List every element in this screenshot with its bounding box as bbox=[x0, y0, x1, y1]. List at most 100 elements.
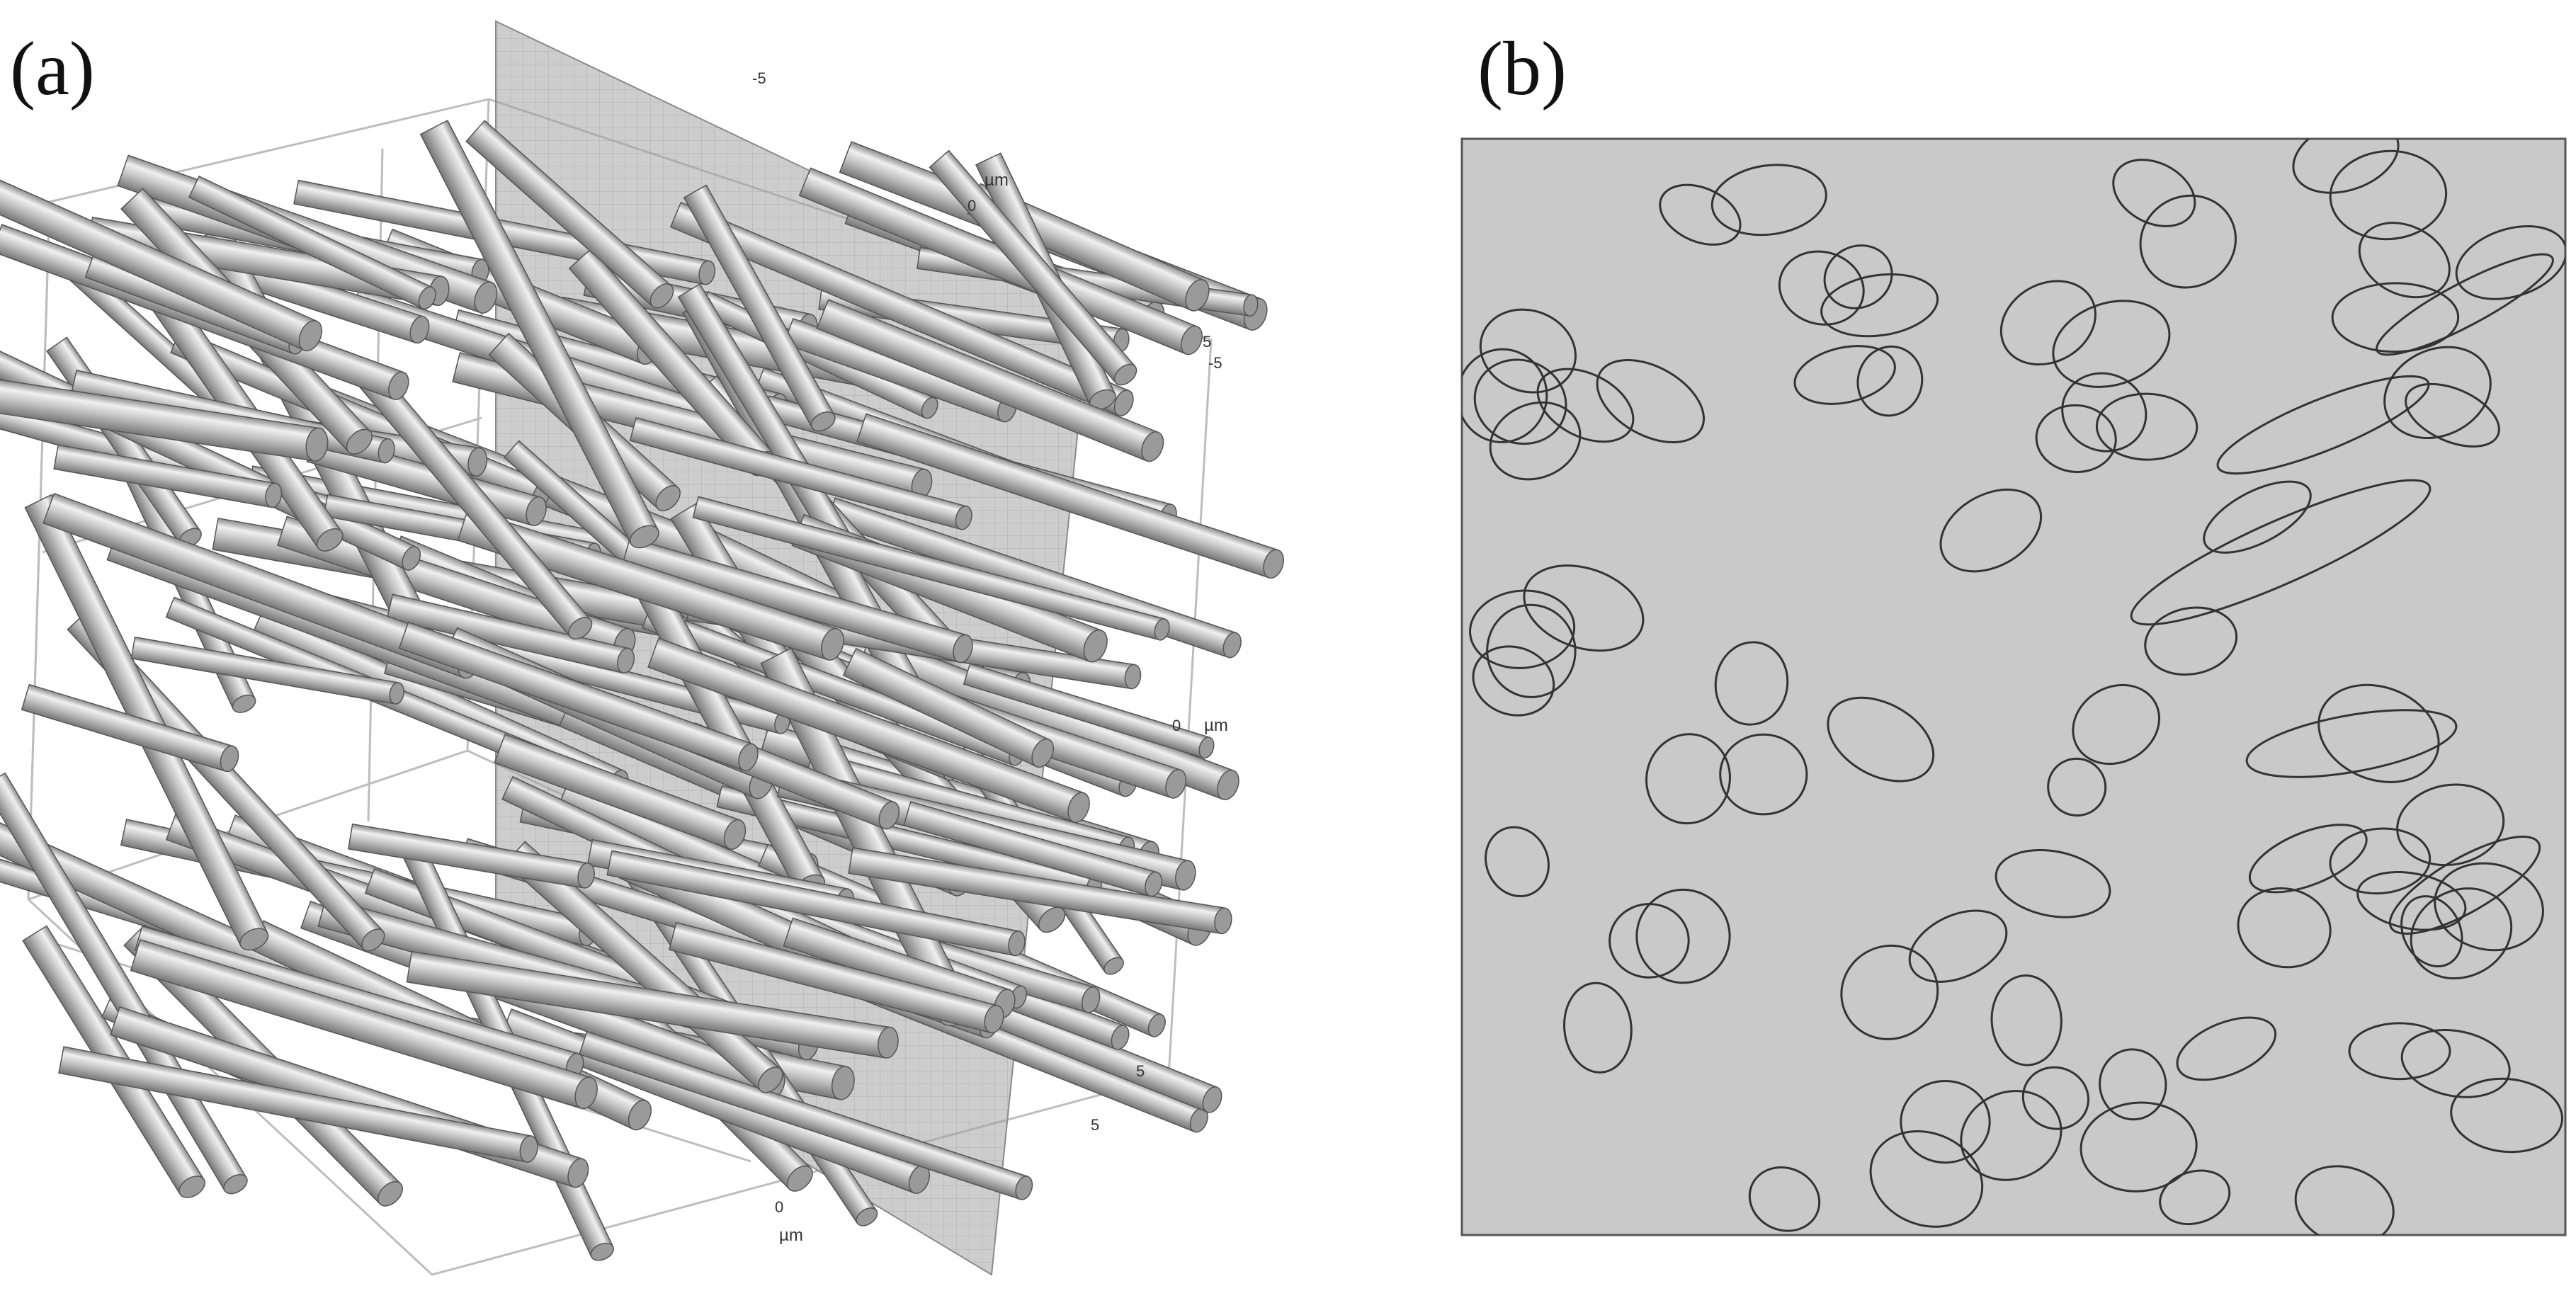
cross-section-outline bbox=[2434, 862, 2544, 952]
fiber bbox=[816, 299, 1164, 462]
cross-section-outline bbox=[1778, 250, 1865, 326]
tick-right-pos: 5 bbox=[1136, 1062, 1145, 1080]
fiber-bundle bbox=[0, 120, 1284, 1261]
cross-section-outline bbox=[2317, 683, 2440, 783]
cross-section-outline bbox=[2405, 382, 2500, 448]
fiber bbox=[647, 637, 1090, 823]
fiber bbox=[58, 1046, 538, 1163]
cross-section-outline bbox=[2329, 149, 2448, 241]
cross-section-outline bbox=[1659, 183, 1742, 246]
cross-section-outline bbox=[2099, 1048, 2167, 1121]
fiber bbox=[347, 823, 595, 889]
fiber bbox=[669, 201, 1134, 416]
fiber bbox=[783, 317, 1017, 423]
tick-right-zero: 0 bbox=[1172, 717, 1181, 734]
tick-top-neg: -5 bbox=[752, 69, 766, 87]
cross-section-outline bbox=[1489, 401, 1582, 481]
fiber bbox=[579, 1030, 1033, 1200]
cross-section-outline bbox=[2176, 1016, 2277, 1081]
cross-section-outline bbox=[2237, 887, 2332, 969]
tick-top-zero: 0 bbox=[968, 197, 976, 215]
cross-section-outline bbox=[2388, 836, 2541, 935]
axis-unit-right: µm bbox=[1204, 716, 1228, 735]
fiber bbox=[621, 537, 973, 664]
cross-section-outline bbox=[1939, 488, 2043, 573]
fiber bbox=[903, 801, 1163, 897]
cross-section-outline bbox=[1486, 603, 1577, 698]
cross-section-outline bbox=[2144, 606, 2238, 676]
cross-section-outline bbox=[1995, 848, 2111, 918]
cross-section-outline bbox=[2376, 253, 2554, 356]
fiber bbox=[963, 663, 1215, 759]
cross-section-outline bbox=[2095, 392, 2198, 461]
cross-section-outline bbox=[2021, 1066, 2089, 1130]
cross-section-outline bbox=[2383, 346, 2492, 440]
fiber-cross-sections bbox=[1462, 139, 2565, 1235]
cross-section-outline bbox=[2035, 404, 2117, 473]
fiber bbox=[856, 413, 1284, 579]
cross-section-outline bbox=[2216, 375, 2430, 475]
panel-b-slice bbox=[1460, 137, 2567, 1236]
cross-section-outline bbox=[1827, 696, 1935, 783]
fiber bbox=[386, 593, 635, 674]
cross-section-outline bbox=[1990, 974, 2062, 1066]
fiber bbox=[188, 175, 436, 309]
cross-section-outline bbox=[2331, 282, 2460, 353]
cross-section-outline bbox=[1472, 645, 1555, 717]
fiber bbox=[457, 508, 844, 661]
axis-unit-bottom: µm bbox=[779, 1226, 803, 1245]
fiber bbox=[683, 184, 836, 432]
cross-section-outline bbox=[1908, 909, 2008, 983]
cross-section-outline bbox=[2130, 479, 2432, 626]
cross-section-outline bbox=[2079, 1101, 2198, 1193]
fiber bbox=[21, 683, 239, 773]
cross-section-outline bbox=[1793, 345, 1896, 405]
fiber bbox=[929, 149, 1137, 386]
cross-section-outline bbox=[1469, 589, 1576, 669]
fiber bbox=[358, 368, 593, 640]
cross-section-outline bbox=[1485, 826, 1550, 897]
fiber bbox=[494, 733, 747, 850]
cross-section-outline bbox=[1748, 1166, 1821, 1232]
cross-section-outline bbox=[1999, 280, 2096, 366]
cross-section-outline bbox=[1645, 733, 1731, 825]
cross-section-outline bbox=[1856, 345, 1924, 417]
fiber bbox=[848, 847, 1232, 935]
fiber bbox=[842, 647, 1055, 768]
tick-top-pos: 5 bbox=[1203, 333, 1211, 351]
cross-section-outline bbox=[2159, 1169, 2231, 1225]
panel-a-label: (a) bbox=[10, 27, 95, 111]
slice-background bbox=[1460, 137, 2567, 1236]
panel-b-label: (b) bbox=[1477, 27, 1567, 111]
cross-section-outline bbox=[1608, 903, 1690, 979]
cross-section-outline bbox=[2245, 709, 2458, 778]
fiber bbox=[130, 636, 404, 705]
fiber bbox=[606, 850, 1026, 957]
cross-section-outline bbox=[1479, 308, 1577, 394]
cross-section-outline bbox=[1635, 888, 1731, 984]
cross-section-outline bbox=[2139, 194, 2237, 289]
tick-right-neg: -5 bbox=[1208, 354, 1222, 372]
cross-section-outline bbox=[2292, 139, 2400, 194]
cross-section-outline bbox=[2329, 827, 2432, 895]
cross-section-outline bbox=[1596, 359, 1706, 443]
cross-section-outline bbox=[1563, 981, 1633, 1074]
cross-section-outline bbox=[2203, 480, 2312, 554]
cross-section-outline bbox=[2450, 1077, 2563, 1154]
cross-section-outline bbox=[1823, 244, 1893, 309]
cross-section-outline bbox=[1820, 273, 1939, 338]
fiber bbox=[398, 621, 759, 771]
fiber bbox=[629, 416, 972, 530]
cross-section-outline bbox=[1714, 641, 1789, 726]
cross-section-outline bbox=[2294, 1165, 2395, 1235]
cross-section-outline bbox=[2248, 824, 2368, 894]
cross-section-outline bbox=[2348, 1022, 2451, 1081]
fiber bbox=[130, 938, 598, 1110]
cross-section-outline bbox=[1900, 1079, 1991, 1164]
fiber bbox=[0, 368, 329, 462]
cross-section-outline bbox=[1719, 733, 1808, 816]
fiber bbox=[465, 120, 674, 309]
cross-section-outline bbox=[2358, 222, 2451, 299]
cross-section-outline bbox=[1473, 358, 1567, 445]
